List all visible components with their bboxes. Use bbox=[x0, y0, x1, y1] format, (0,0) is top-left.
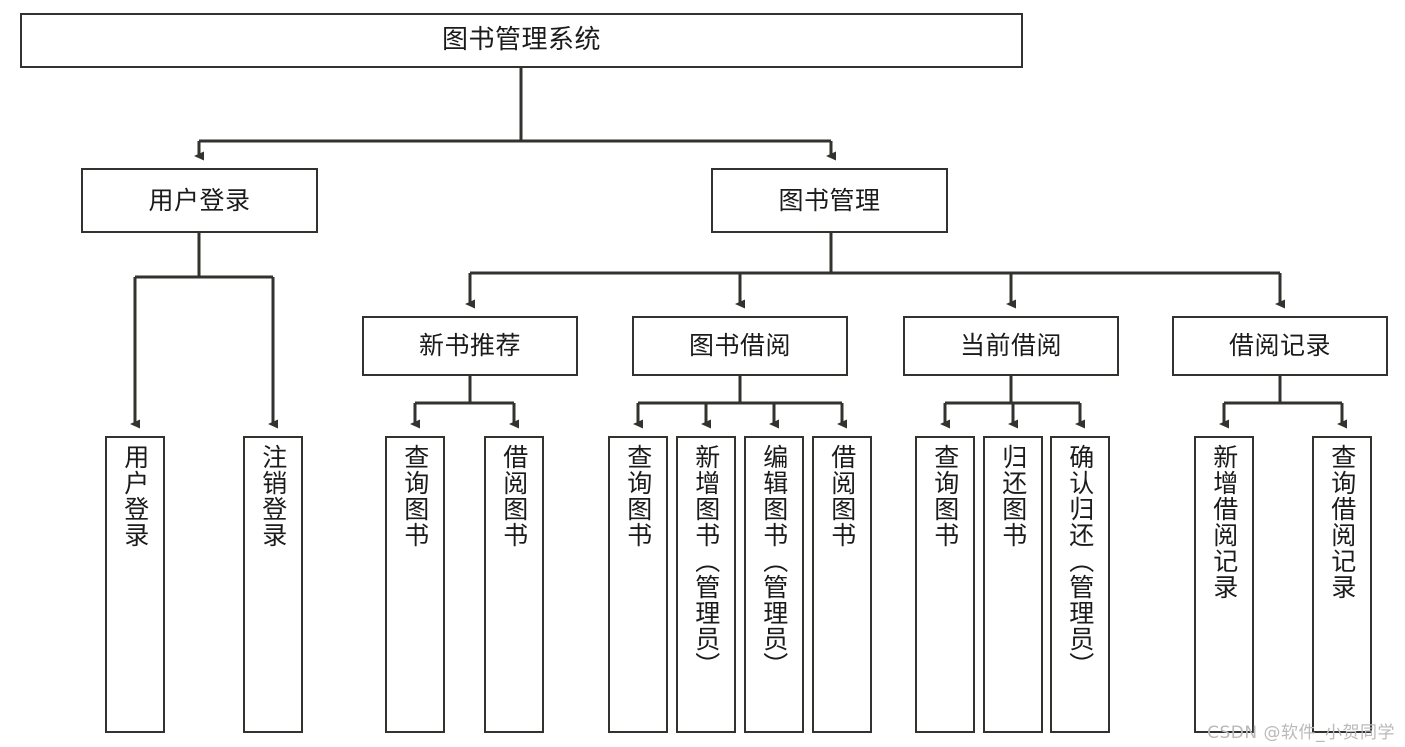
node-leaf-borrow-book-2[interactable]: 借阅图书 bbox=[812, 436, 872, 733]
node-user-login-label: 用户登录 bbox=[148, 185, 251, 215]
node-leaf-return-book-label: 归还图书 bbox=[998, 444, 1028, 548]
node-current-borrow[interactable]: 当前借阅 bbox=[903, 316, 1119, 376]
node-leaf-add-record[interactable]: 新增借阅记录 bbox=[1194, 436, 1254, 733]
node-leaf-confirm-return-label: 确认归还（管理员） bbox=[1065, 444, 1095, 678]
watermark: CSDN @软件_小贺同学 bbox=[1207, 723, 1395, 743]
node-leaf-logout[interactable]: 注销登录 bbox=[243, 436, 303, 733]
node-new-book-recommend-label: 新书推荐 bbox=[418, 331, 521, 361]
node-leaf-query-record[interactable]: 查询借阅记录 bbox=[1312, 436, 1372, 733]
node-leaf-add-book-label: 新增图书（管理员） bbox=[691, 444, 721, 678]
node-leaf-query-book-1-label: 查询图书 bbox=[400, 444, 430, 548]
node-borrow-record[interactable]: 借阅记录 bbox=[1172, 316, 1388, 376]
node-leaf-logout-label: 注销登录 bbox=[258, 444, 288, 548]
node-leaf-query-book-2-label: 查询图书 bbox=[623, 444, 653, 548]
node-book-manage-label: 图书管理 bbox=[778, 185, 881, 215]
node-new-book-recommend[interactable]: 新书推荐 bbox=[362, 316, 578, 376]
node-leaf-user-login-label: 用户登录 bbox=[120, 444, 150, 548]
node-user-login[interactable]: 用户登录 bbox=[81, 168, 318, 233]
node-book-borrow-label: 图书借阅 bbox=[688, 331, 791, 361]
node-leaf-return-book[interactable]: 归还图书 bbox=[983, 436, 1043, 733]
node-leaf-query-book-1[interactable]: 查询图书 bbox=[385, 436, 445, 733]
node-leaf-user-login[interactable]: 用户登录 bbox=[105, 436, 165, 733]
node-leaf-add-record-label: 新增借阅记录 bbox=[1209, 444, 1239, 600]
node-borrow-record-label: 借阅记录 bbox=[1228, 331, 1331, 361]
node-root[interactable]: 图书管理系统 bbox=[20, 13, 1023, 68]
node-leaf-query-book-3-label: 查询图书 bbox=[930, 444, 960, 548]
node-leaf-query-record-label: 查询借阅记录 bbox=[1327, 444, 1357, 600]
node-leaf-confirm-return[interactable]: 确认归还（管理员） bbox=[1050, 436, 1110, 733]
node-leaf-query-book-2[interactable]: 查询图书 bbox=[608, 436, 668, 733]
node-leaf-borrow-book-1-label: 借阅图书 bbox=[499, 444, 529, 548]
node-leaf-edit-book[interactable]: 编辑图书（管理员） bbox=[744, 436, 804, 733]
node-book-borrow[interactable]: 图书借阅 bbox=[632, 316, 848, 376]
node-leaf-add-book[interactable]: 新增图书（管理员） bbox=[676, 436, 736, 733]
node-leaf-query-book-3[interactable]: 查询图书 bbox=[915, 436, 975, 733]
node-book-manage[interactable]: 图书管理 bbox=[711, 168, 948, 233]
node-leaf-borrow-book-1[interactable]: 借阅图书 bbox=[484, 436, 544, 733]
node-leaf-borrow-book-2-label: 借阅图书 bbox=[827, 444, 857, 548]
node-current-borrow-label: 当前借阅 bbox=[959, 331, 1062, 361]
node-leaf-edit-book-label: 编辑图书（管理员） bbox=[759, 444, 789, 678]
node-root-label: 图书管理系统 bbox=[441, 25, 601, 56]
